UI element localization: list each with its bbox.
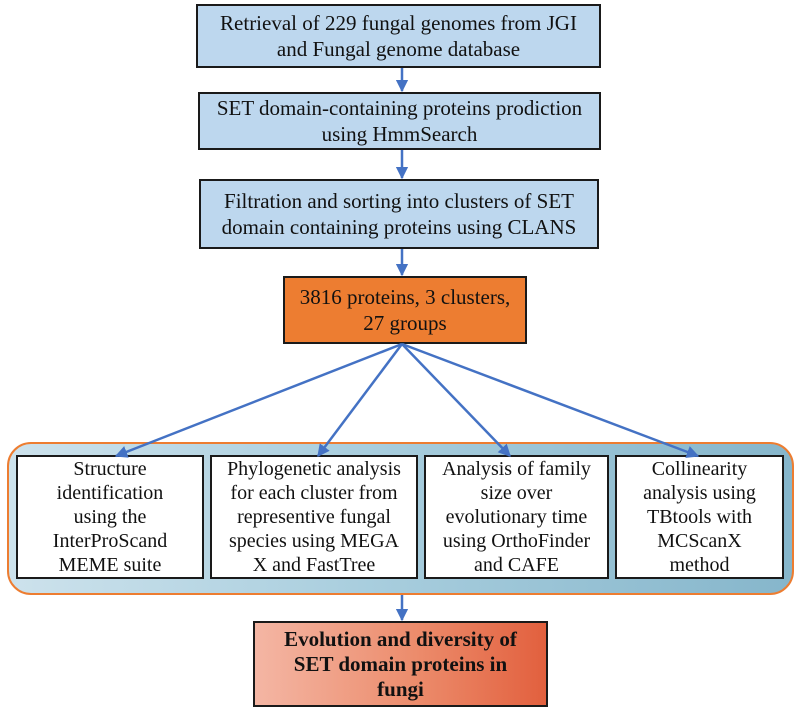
analysis-phylogenetic-box: Phylogenetic analysis for each cluster f… (210, 455, 418, 579)
summary-box: 3816 proteins, 3 clusters, 27 groups (283, 276, 527, 344)
step-hmmsearch-box: SET domain-containing proteins prodictio… (198, 92, 601, 150)
arrow-summary-to-phylogenetic (317, 343, 403, 457)
analysis-collinearity-box: Collinearity analysis using TBtools with… (615, 455, 784, 579)
step-clans-box: Filtration and sorting into clusters of … (199, 179, 599, 249)
arrow-summary-to-family-size (401, 343, 511, 457)
arrow-summary-to-structure (114, 342, 403, 458)
analysis-family-size-box: Analysis of family size over evolutionar… (424, 455, 609, 579)
result-box: Evolution and diversity of SET domain pr… (253, 621, 548, 707)
analysis-structure-box: Structure identification using the Inter… (16, 455, 204, 579)
arrow-summary-to-collinearity (401, 342, 700, 458)
step-retrieval-box: Retrieval of 229 fungal genomes from JGI… (196, 4, 601, 68)
